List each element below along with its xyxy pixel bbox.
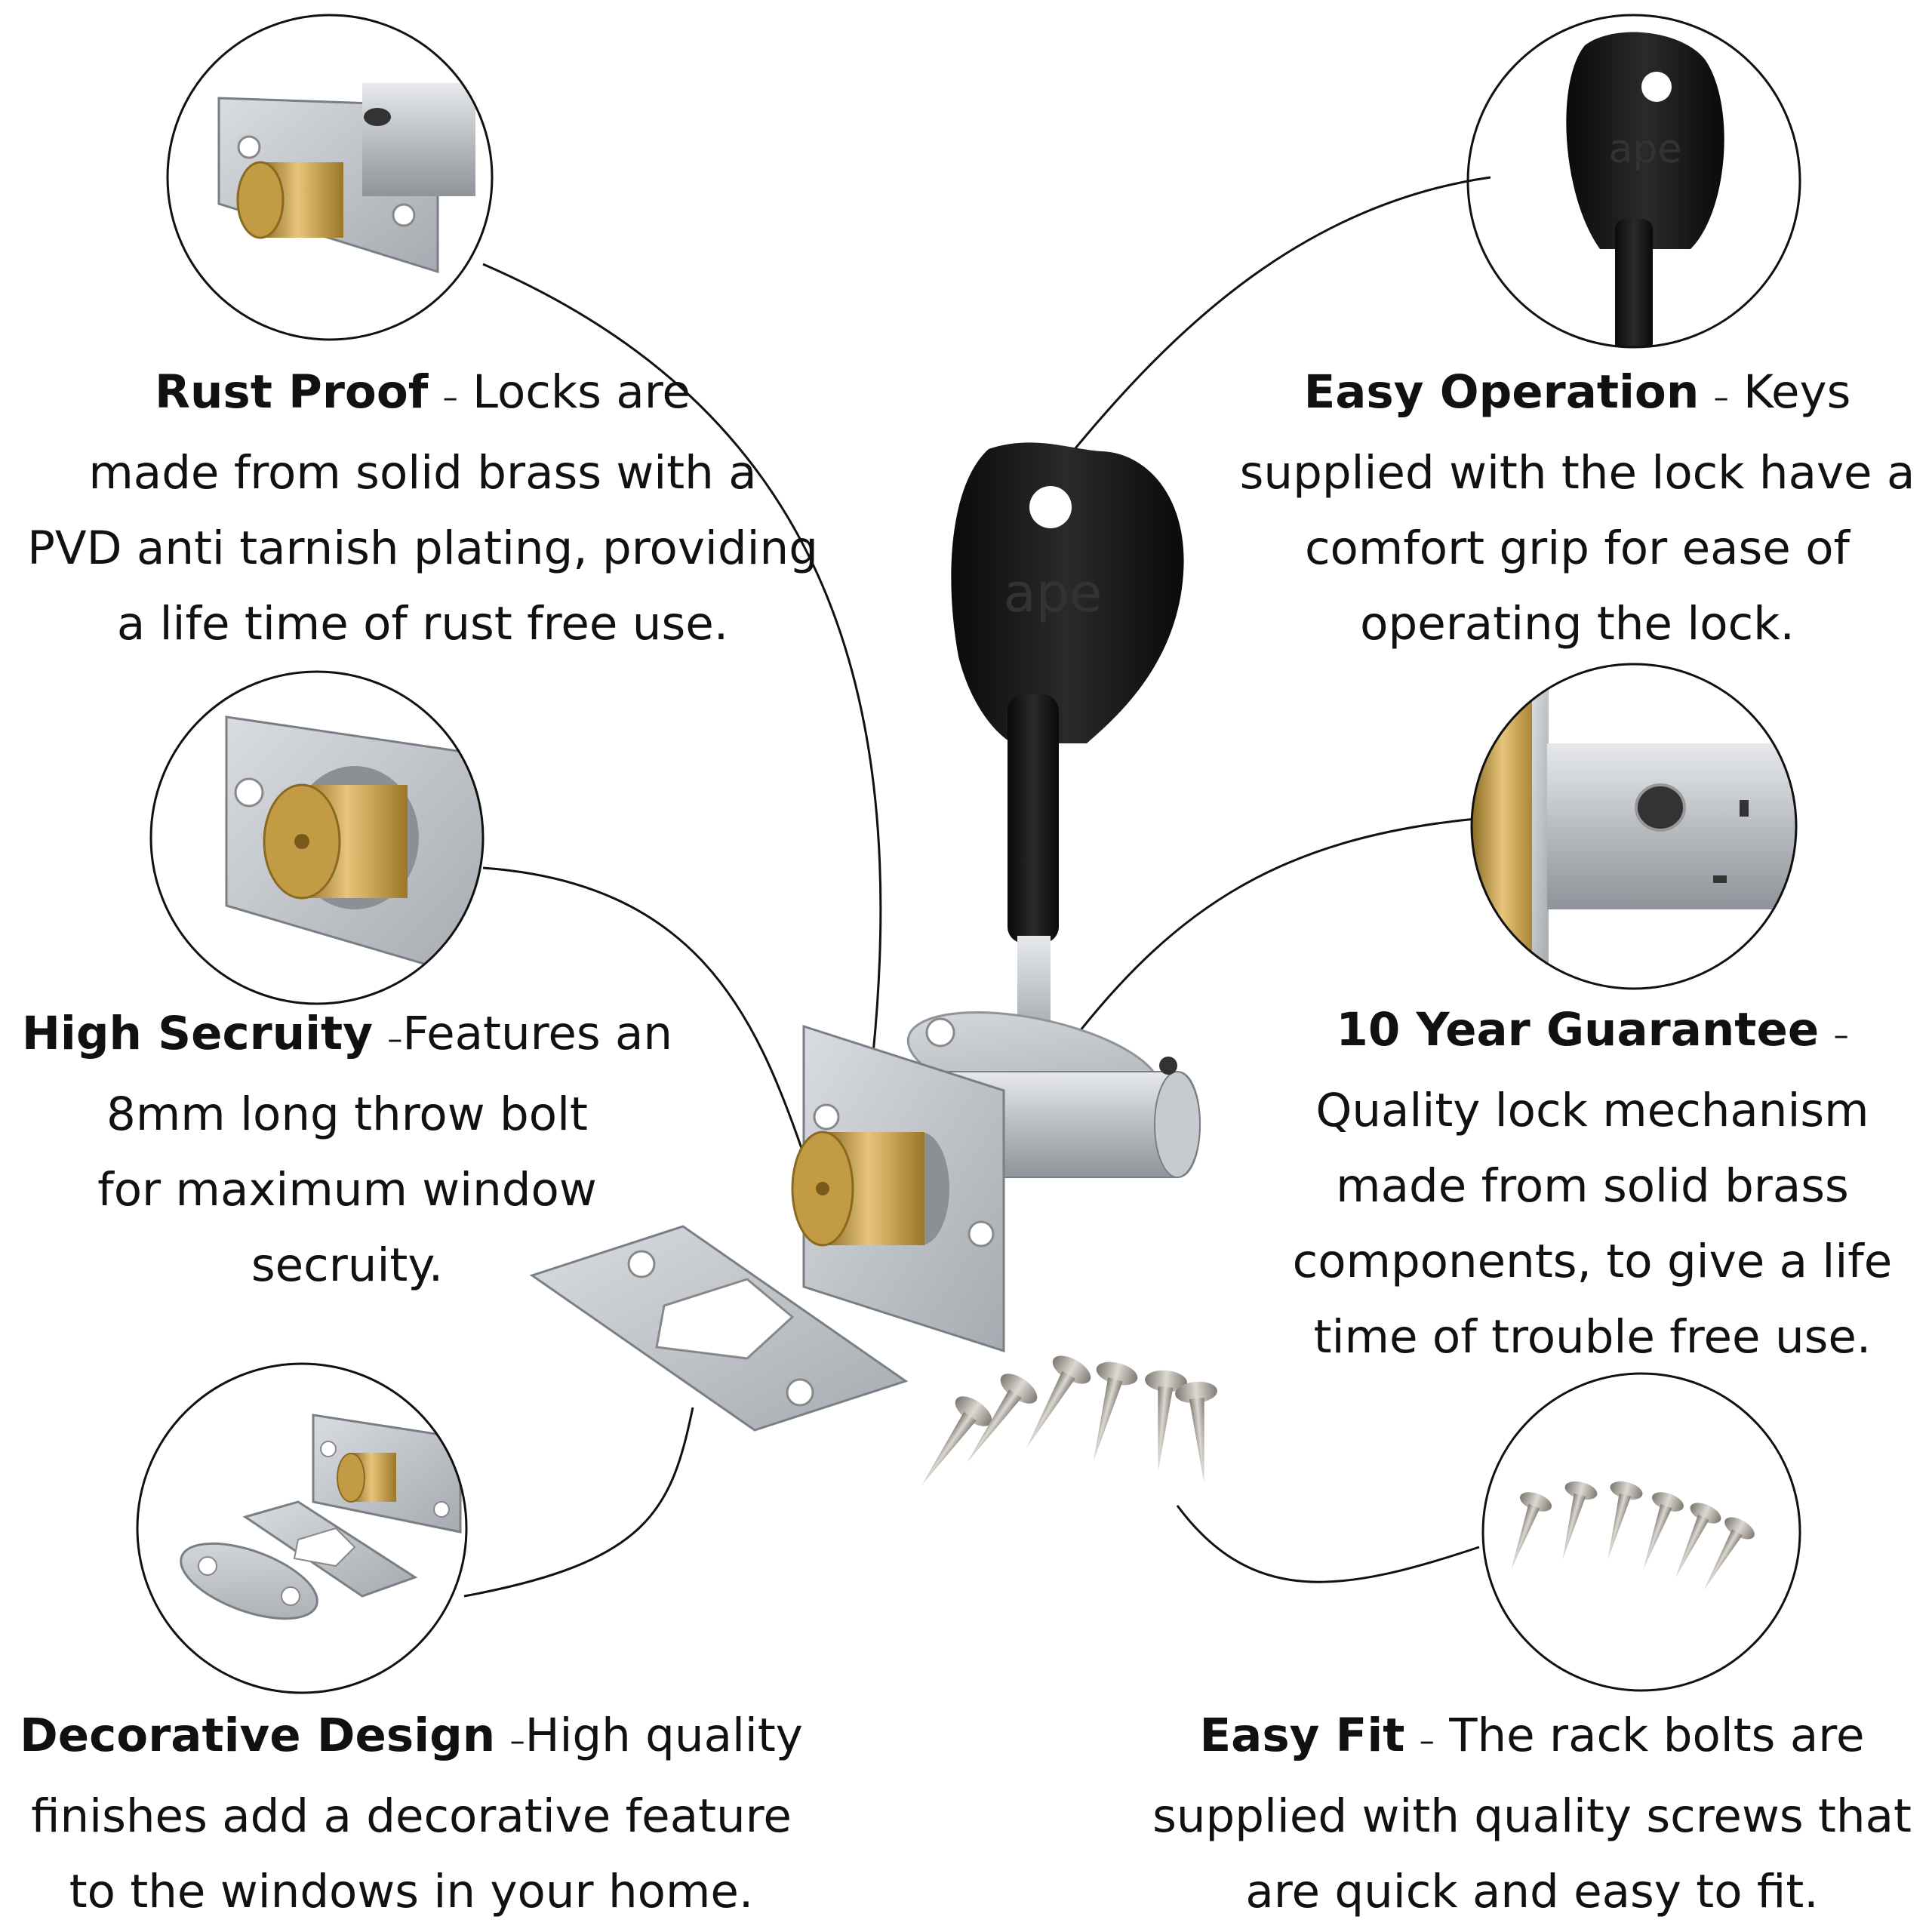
decorative-design-caption: Decorative Design –High quality finishes…: [0, 1698, 823, 1930]
key: ape: [951, 442, 1184, 1072]
feature-title: High Secruity: [21, 1007, 373, 1060]
separator: –: [442, 380, 458, 415]
caption-line-3: for maximum window: [97, 1163, 597, 1217]
caption-line-4: secruity.: [251, 1238, 444, 1292]
caption-line-4: a life time of rust free use.: [116, 597, 729, 651]
caption-line-2: supplied with the lock have a: [1239, 446, 1915, 500]
easy-fit-caption: Easy Fit – The rack bolts are supplied w…: [1132, 1698, 1932, 1930]
caption-line-2: 8mm long throw bolt: [106, 1088, 588, 1141]
guarantee-caption: 10 Year Guarantee – Quality lock mechani…: [1253, 992, 1932, 1375]
svg-text:ape: ape: [1609, 127, 1682, 172]
caption-line-1: 10 Year Guarantee –: [1253, 992, 1932, 1073]
caption-line-2: finishes add a decorative feature: [31, 1789, 792, 1843]
svg-text:ape: ape: [1004, 562, 1102, 624]
caption-line-3: PVD anti tarnish plating, providing: [27, 521, 818, 575]
caption-line-3: are quick and easy to fit.: [1245, 1865, 1819, 1918]
rust-proof-circle: [166, 14, 494, 341]
guarantee-circle: [1470, 663, 1798, 990]
decorative-design-circle: [136, 1362, 468, 1694]
high-security-circle: [149, 670, 485, 1005]
caption-line-1: Rust Proof – Locks are: [0, 355, 845, 435]
caption-line-3: to the windows in your home.: [69, 1865, 754, 1918]
caption-line-3: made from solid brass: [1336, 1159, 1849, 1213]
high-security-caption: High Secruity –Features an 8mm long thro…: [15, 996, 679, 1303]
feature-title: 10 Year Guarantee: [1336, 1003, 1820, 1057]
feature-title: Easy Operation: [1303, 365, 1700, 419]
caption-text: Keys: [1743, 365, 1851, 419]
connector-lines: [463, 176, 1491, 1598]
caption-line-1: Easy Fit – The rack bolts are: [1132, 1698, 1932, 1779]
separator: –: [1419, 1724, 1435, 1758]
separator: –: [387, 1022, 403, 1057]
easy-operation-caption: Easy Operation – Keys supplied with the …: [1223, 355, 1932, 662]
caption-line-5: time of trouble free use.: [1313, 1310, 1872, 1364]
separator: –: [1833, 1018, 1849, 1053]
separator: –: [509, 1724, 525, 1758]
caption-line-4: operating the lock.: [1360, 597, 1795, 651]
caption-text: High quality: [525, 1709, 803, 1762]
caption-line-2: supplied with quality screws that: [1152, 1789, 1912, 1843]
feature-title: Rust Proof: [155, 365, 429, 419]
rust-proof-caption: Rust Proof – Locks are made from solid b…: [0, 355, 845, 662]
separator: –: [1713, 380, 1729, 415]
caption-line-3: comfort grip for ease of: [1305, 521, 1850, 575]
caption-line-4: components, to give a life: [1292, 1235, 1893, 1288]
feature-title: Decorative Design: [20, 1709, 496, 1762]
feature-title: Easy Fit: [1199, 1709, 1405, 1762]
easy-fit-circle: [1481, 1372, 1801, 1692]
screws: [921, 1355, 1217, 1486]
caption-line-1: High Secruity –Features an: [15, 996, 679, 1077]
rack-bolt-lock: ape: [529, 442, 1217, 1486]
caption-text: Features an: [402, 1007, 673, 1060]
caption-line-1: Easy Operation – Keys: [1223, 355, 1932, 435]
caption-line-2: made from solid brass with a: [88, 446, 757, 500]
easy-operation-circle: ape: [1466, 14, 1801, 349]
caption-text: Locks are: [472, 365, 691, 419]
caption-line-2: Quality lock mechanism: [1315, 1084, 1869, 1137]
caption-line-1: Decorative Design –High quality: [0, 1698, 823, 1779]
caption-text: The rack bolts are: [1449, 1709, 1865, 1762]
